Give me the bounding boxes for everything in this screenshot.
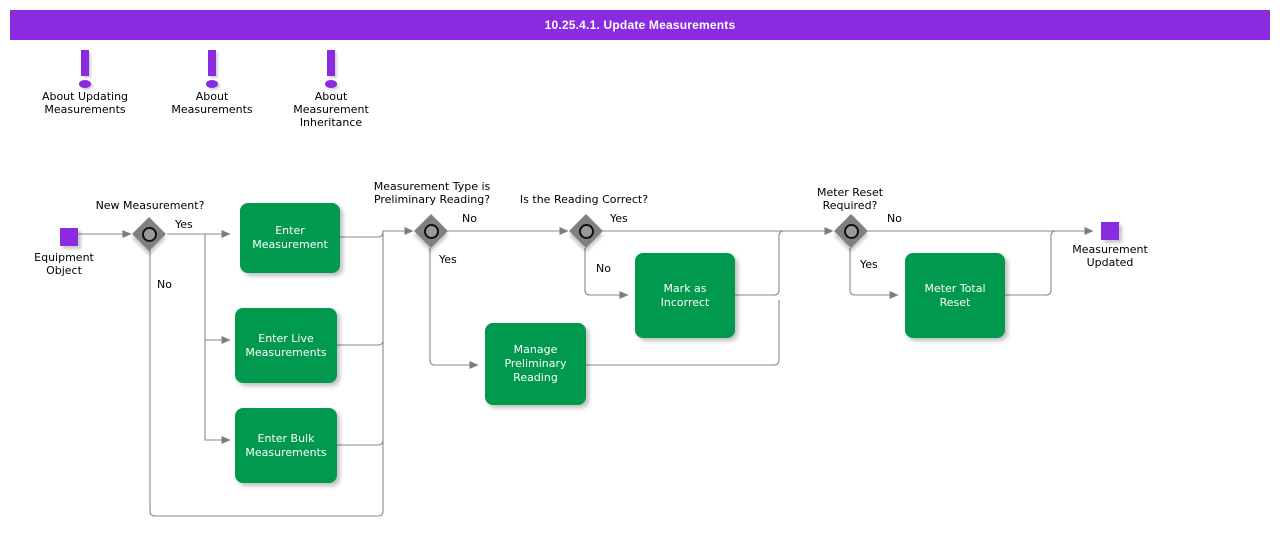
info-note-about-updating-measurements[interactable]: About Updating Measurements	[25, 48, 145, 116]
task-mark-as-incorrect[interactable]: Mark as Incorrect	[635, 253, 735, 338]
exclamation-icon	[152, 48, 272, 90]
decision-4-label: Meter Reset Required?	[816, 186, 884, 212]
edge-label-decision-1-yes: Yes	[175, 218, 193, 231]
exclamation-bar	[208, 50, 216, 76]
start-node-equipment-object[interactable]	[60, 228, 78, 246]
info-note-label: About Measurement Inheritance	[293, 90, 369, 129]
end-node-label: Measurement Updated	[1072, 243, 1148, 269]
page-title: 10.25.4.1. Update Measurements	[544, 18, 736, 32]
decision-is-reading-correct[interactable]	[569, 214, 603, 248]
edge-label-decision-4-no: No	[887, 212, 902, 225]
decision-measurement-type-preliminary[interactable]	[414, 214, 448, 248]
edge-label-decision-4-yes: Yes	[860, 258, 878, 271]
decision-ring	[424, 224, 439, 239]
end-node-measurement-updated[interactable]	[1101, 222, 1119, 240]
exclamation-bar	[81, 50, 89, 76]
edge-label-decision-2-no: No	[462, 212, 477, 225]
decision-1-label: New Measurement?	[95, 199, 205, 212]
decision-meter-reset-required[interactable]	[834, 214, 868, 248]
exclamation-dot	[79, 80, 91, 88]
info-note-label: About Updating Measurements	[41, 90, 129, 116]
decision-ring	[142, 227, 157, 242]
exclamation-icon	[25, 48, 145, 90]
exclamation-dot	[206, 80, 218, 88]
exclamation-bar	[327, 50, 335, 76]
title-bar: 10.25.4.1. Update Measurements	[10, 10, 1270, 40]
terminator-square	[1101, 222, 1119, 240]
task-meter-total-reset[interactable]: Meter Total Reset	[905, 253, 1005, 338]
task-enter-live-measurements[interactable]: Enter Live Measurements	[235, 308, 337, 383]
decision-ring	[844, 224, 859, 239]
decision-3-label: Is the Reading Correct?	[519, 193, 649, 206]
edge-label-decision-2-yes: Yes	[439, 253, 457, 266]
edge-label-decision-3-yes: Yes	[610, 212, 628, 225]
exclamation-dot	[325, 80, 337, 88]
info-note-label: About Measurements	[171, 90, 253, 116]
terminator-square	[60, 228, 78, 246]
task-enter-measurement[interactable]: Enter Measurement	[240, 203, 340, 273]
edge-label-decision-3-no: No	[596, 262, 611, 275]
decision-ring	[579, 224, 594, 239]
decision-2-label: Measurement Type is Preliminary Reading?	[373, 180, 491, 206]
decision-new-measurement[interactable]	[132, 217, 166, 251]
task-manage-preliminary-reading[interactable]: Manage Preliminary Reading	[485, 323, 586, 405]
edge-label-decision-1-no: No	[157, 278, 172, 291]
task-enter-bulk-measurements[interactable]: Enter Bulk Measurements	[235, 408, 337, 483]
exclamation-icon	[271, 48, 391, 90]
info-note-about-measurements[interactable]: About Measurements	[152, 48, 272, 116]
start-node-label: Equipment Object	[34, 251, 94, 277]
info-note-about-measurement-inheritance[interactable]: About Measurement Inheritance	[271, 48, 391, 129]
